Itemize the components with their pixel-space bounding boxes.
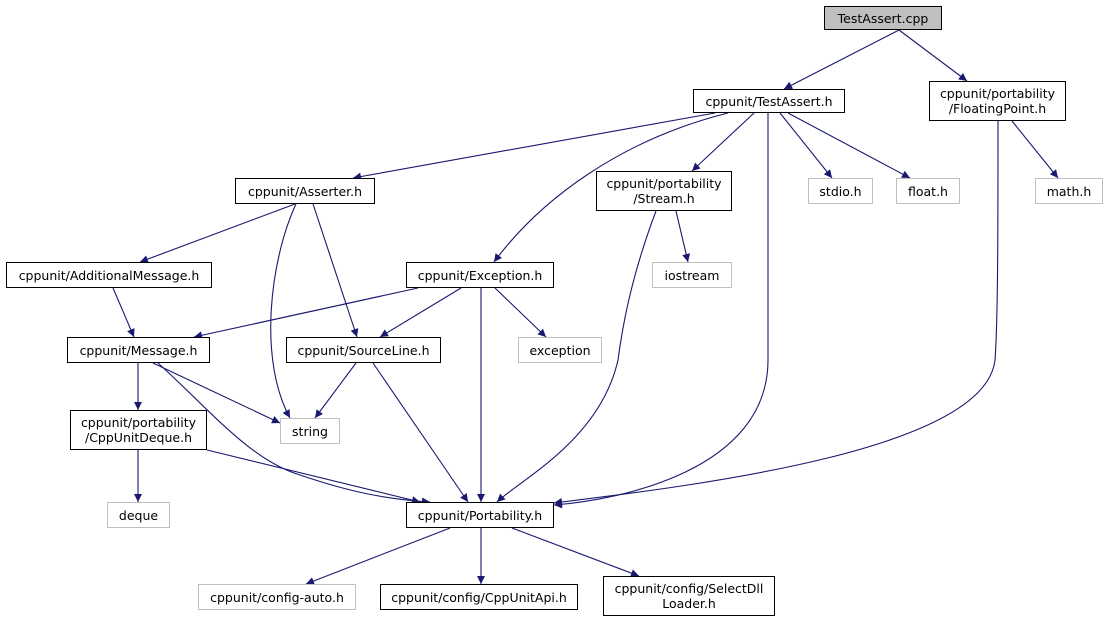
edge-test-assert-h-to-portability-h <box>553 112 769 509</box>
edge-message-h-to-string <box>152 362 281 424</box>
node-exception: exception <box>518 337 602 363</box>
node-cppunit-sourceline-h[interactable]: cppunit/SourceLine.h <box>286 337 441 363</box>
edge-stream-h-to-iostream <box>675 210 691 263</box>
edge-test-assert-h-to-stdio-h <box>779 112 833 179</box>
node-string: string <box>280 418 340 444</box>
node-cppunit-portability-floatingpoint-h[interactable]: cppunit/portability /FloatingPoint.h <box>929 81 1066 121</box>
node-deque: deque <box>107 502 170 528</box>
node-stdio-h: stdio.h <box>808 178 873 204</box>
edge-asserter-h-to-string <box>270 203 297 419</box>
node-testassert-cpp: TestAssert.cpp <box>824 6 942 30</box>
node-cppunit-config-selectdllloader-h[interactable]: cppunit/config/SelectDll Loader.h <box>603 576 775 616</box>
node-cppunit-asserter-h[interactable]: cppunit/Asserter.h <box>235 178 375 204</box>
node-cppunit-portability-stream-h[interactable]: cppunit/portability /Stream.h <box>596 171 732 211</box>
edge-portability-h-to-select-dll-loader-h <box>511 527 640 577</box>
edge-asserter-h-to-additional-message-h <box>139 203 296 263</box>
node-cppunit-portability-h[interactable]: cppunit/Portability.h <box>406 502 554 528</box>
node-cppunit-config-cppunitapi-h[interactable]: cppunit/config/CppUnitApi.h <box>380 584 578 610</box>
edge-test-assert-h-to-exception-h <box>493 112 729 263</box>
node-math-h: math.h <box>1035 178 1103 204</box>
edge-exception-h-to-source-line-h <box>379 287 462 338</box>
edge-exception-h-to-message-h <box>193 287 419 340</box>
node-float-h: float.h <box>896 178 960 204</box>
edge-source-line-h-to-portability-h <box>372 362 469 503</box>
edge-test-assert-cpp-to-test-assert-h <box>783 29 900 90</box>
edge-cpp-unit-deque-h-to-portability-h <box>206 449 421 504</box>
edge-message-h-to-portability-h <box>157 362 431 506</box>
edge-test-assert-cpp-to-floating-point-h <box>898 29 968 82</box>
node-iostream: iostream <box>652 262 732 288</box>
edge-stream-h-to-portability-h <box>496 210 657 503</box>
node-cppunit-portability-cppunitdeque-h[interactable]: cppunit/portability /CppUnitDeque.h <box>70 410 207 450</box>
node-cppunit-exception-h[interactable]: cppunit/Exception.h <box>406 262 554 288</box>
edge-floating-point-h-to-portability-h <box>553 120 999 506</box>
edge-portability-h-to-config-auto-h <box>305 527 451 585</box>
edge-exception-h-to-exception <box>494 287 547 338</box>
edge-test-assert-h-to-float-h <box>787 112 911 179</box>
edge-asserter-h-to-source-line-h <box>312 203 359 338</box>
node-cppunit-message-h[interactable]: cppunit/Message.h <box>67 337 210 363</box>
edge-source-line-h-to-string <box>314 362 357 419</box>
node-cppunit-testassert-h[interactable]: cppunit/TestAssert.h <box>693 89 845 113</box>
edge-test-assert-h-to-asserter-h <box>352 112 716 181</box>
edge-additional-message-h-to-message-h <box>112 287 135 338</box>
node-cppunit-config-auto-h: cppunit/config-auto.h <box>198 584 356 610</box>
edge-test-assert-h-to-stream-h <box>691 112 755 172</box>
node-cppunit-additionalmessage-h[interactable]: cppunit/AdditionalMessage.h <box>6 262 212 288</box>
edge-floating-point-h-to-math-h <box>1011 120 1059 179</box>
